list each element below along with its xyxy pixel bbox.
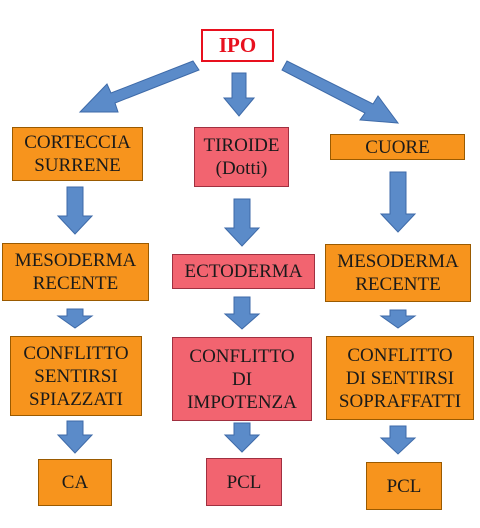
- arrow-col2-2: [223, 296, 261, 330]
- node-cuore: CUORE: [330, 134, 465, 160]
- node-conflitto-spiazzati: CONFLITTO SENTIRSI SPIAZZATI: [10, 336, 142, 416]
- arrow-root-to-tiroide: [222, 72, 256, 117]
- arrow-col3-3: [379, 425, 417, 455]
- arrow-col3-1: [379, 171, 417, 233]
- arrow-root-to-cuore: [281, 60, 400, 124]
- root-node-ipo: IPO: [201, 29, 274, 62]
- node-ectoderma: ECTODERMA: [172, 254, 315, 289]
- arrow-col1-3: [56, 420, 94, 454]
- arrow-col1-2: [56, 308, 94, 329]
- arrow-col2-1: [223, 198, 261, 247]
- node-corteccia-surrene: CORTECCIA SURRENE: [12, 127, 143, 181]
- node-conflitto-impotenza: CONFLITTO DI IMPOTENZA: [172, 337, 312, 421]
- node-ca: CA: [38, 459, 112, 506]
- node-pcl-right: PCL: [366, 462, 442, 510]
- arrow-col1-1: [56, 186, 94, 235]
- node-conflitto-sopraffatti: CONFLITTO DI SENTIRSI SOPRAFFATTI: [326, 336, 474, 420]
- arrow-col3-2: [379, 309, 417, 329]
- node-pcl-center: PCL: [206, 458, 282, 506]
- node-mesoderma-recente-right: MESODERMA RECENTE: [325, 244, 471, 302]
- arrow-root-to-corteccia: [78, 60, 200, 113]
- node-tiroide-dotti: TIROIDE (Dotti): [194, 127, 289, 187]
- node-mesoderma-recente-left: MESODERMA RECENTE: [2, 243, 149, 301]
- arrow-col2-3: [223, 422, 261, 453]
